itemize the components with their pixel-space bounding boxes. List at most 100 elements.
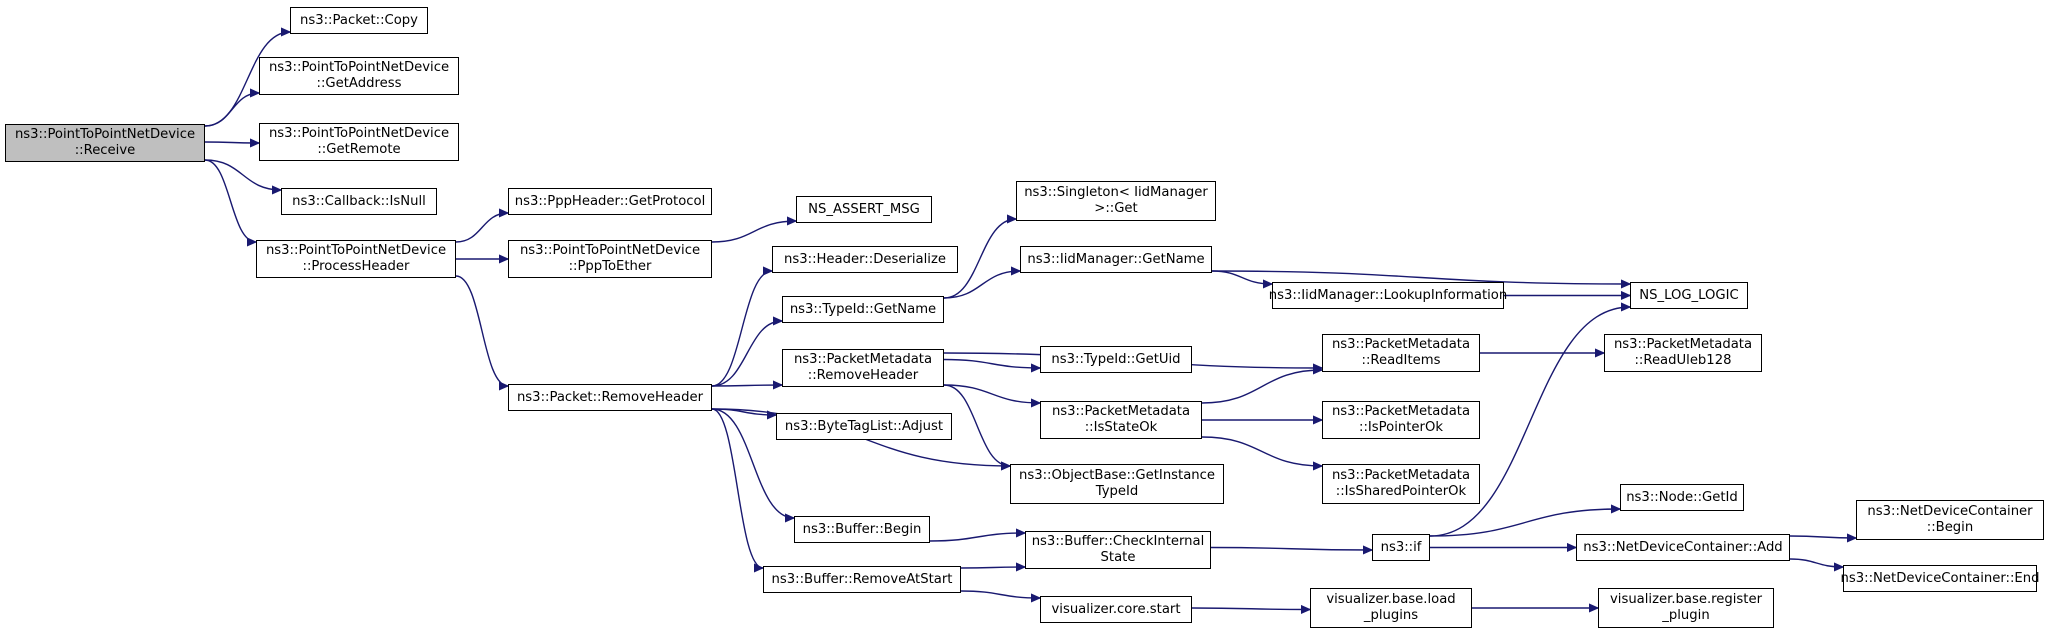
node-visualizer-base-load-plugins[interactable]: visualizer.base.load _plugins [1310, 588, 1472, 628]
node-getaddress[interactable]: ns3::PointToPointNetDevice ::GetAddress [259, 57, 459, 95]
edge-packet-removeheader-to-buffer-removeatstart [711, 408, 763, 568]
node-receive[interactable]: ns3::PointToPointNetDevice ::Receive [5, 124, 205, 162]
node-pm-ispointerok[interactable]: ns3::PacketMetadata ::IsPointerOk [1322, 401, 1480, 439]
edge-buffer-removeatstart-to-buffer-checkinternalstate [960, 567, 1025, 568]
node-ndc-end[interactable]: ns3::NetDeviceContainer::End [1840, 565, 2040, 592]
node-label: visualizer.core.start [1051, 601, 1181, 617]
edge-processheader-to-packet-removeheader [455, 275, 508, 386]
edge-packet-removeheader-to-header-deserialize [711, 271, 772, 387]
node-label: visualizer.base.load _plugins [1326, 592, 1456, 623]
node-label: ns3::PointToPointNetDevice ::PppToEther [519, 243, 701, 274]
node-label: ns3::Callback::IsNull [292, 193, 426, 209]
node-label: ns3::IidManager::LookupInformation [1268, 287, 1508, 303]
node-label: ns3::Buffer::Begin [802, 521, 922, 537]
node-label: ns3::NetDeviceContainer::End [1840, 570, 2040, 586]
node-label: ns3::NetDeviceContainer::Add [1583, 539, 1783, 555]
node-visualizer-core-start[interactable]: visualizer.core.start [1040, 596, 1192, 623]
node-label: ns3::IidManager::GetName [1027, 251, 1205, 267]
node-ndc-add[interactable]: ns3::NetDeviceContainer::Add [1576, 534, 1790, 561]
node-buffer-begin[interactable]: ns3::Buffer::Begin [794, 516, 930, 543]
node-objectbase-getinstancetypeid[interactable]: ns3::ObjectBase::GetInstance TypeId [1010, 464, 1224, 504]
edge-receive-to-getaddress [204, 93, 259, 127]
node-label: ns3::Buffer::CheckInternal State [1031, 534, 1205, 565]
edge-typeid-getname-to-singleton-get [943, 219, 1016, 299]
node-ppptoether[interactable]: ns3::PointToPointNetDevice ::PppToEther [508, 240, 712, 278]
edge-pm-removeheader-to-objectbase-getinstancetypeid [943, 384, 1010, 466]
edge-buffer-begin-to-buffer-checkinternalstate [929, 533, 1025, 542]
node-label: ns3::PacketMetadata ::ReadUleb128 [1613, 337, 1753, 368]
node-label: ns3::PppHeader::GetProtocol [514, 193, 706, 209]
node-typeid-getuid[interactable]: ns3::TypeId::GetUid [1040, 346, 1192, 373]
edge-processheader-to-ppp-getprotocol [455, 213, 508, 243]
node-buffer-removeatstart[interactable]: ns3::Buffer::RemoveAtStart [763, 566, 961, 593]
node-buffer-checkinternalstate[interactable]: ns3::Buffer::CheckInternal State [1025, 531, 1211, 569]
edge-typeid-getname-to-iid-getname [943, 271, 1020, 299]
node-label: ns3::PointToPointNetDevice ::ProcessHead… [265, 243, 447, 274]
node-label: ns3::ByteTagList::Adjust [784, 418, 944, 434]
node-pm-isstateok[interactable]: ns3::PacketMetadata ::IsStateOk [1040, 401, 1202, 439]
node-ndc-begin[interactable]: ns3::NetDeviceContainer ::Begin [1856, 500, 2044, 540]
node-label: ns3::Header::Deserialize [784, 251, 946, 267]
node-iid-lookupinformation[interactable]: ns3::IidManager::LookupInformation [1268, 282, 1508, 309]
edge-pm-isstateok-to-pm-readitems [1201, 370, 1322, 404]
node-singleton-get[interactable]: ns3::Singleton< IidManager >::Get [1016, 181, 1216, 221]
edge-iid-getname-to-ns-log-logic [1211, 270, 1630, 284]
edge-ns3-if-to-ns-log-logic [1429, 307, 1630, 537]
edge-packet-removeheader-to-typeid-getname [711, 321, 782, 387]
edge-buffer-removeatstart-to-visualizer-core-start [960, 590, 1040, 598]
node-label: NS_LOG_LOGIC [1639, 287, 1739, 303]
node-label: ns3::PointToPointNetDevice ::GetAddress [268, 60, 450, 91]
node-label: ns3::PointToPointNetDevice ::GetRemote [268, 126, 450, 157]
edge-receive-to-processheader [204, 159, 256, 242]
node-label: ns3::PacketMetadata ::RemoveHeader [793, 352, 933, 383]
node-label: ns3::Buffer::RemoveAtStart [771, 571, 953, 587]
edge-ppptoether-to-ns-assert-msg [711, 221, 796, 243]
edge-packet-removeheader-to-buffer-begin [711, 408, 794, 518]
node-label: ns3::PacketMetadata ::IsSharedPointerOk [1331, 468, 1471, 499]
edge-ndc-add-to-ndc-begin [1789, 536, 1856, 538]
node-ppp-getprotocol[interactable]: ns3::PppHeader::GetProtocol [508, 188, 712, 215]
node-visualizer-base-register-plugin[interactable]: visualizer.base.register _plugin [1598, 588, 1774, 628]
node-ns-log-logic[interactable]: NS_LOG_LOGIC [1630, 282, 1748, 309]
node-label: ns3::Packet::Copy [300, 12, 418, 28]
edge-ns3-if-to-node-getid [1429, 509, 1620, 537]
node-pm-readuleb128[interactable]: ns3::PacketMetadata ::ReadUleb128 [1604, 334, 1762, 372]
node-ns3-if[interactable]: ns3::if [1372, 534, 1430, 561]
node-packet-copy[interactable]: ns3::Packet::Copy [290, 7, 428, 34]
node-pm-removeheader[interactable]: ns3::PacketMetadata ::RemoveHeader [782, 349, 944, 387]
node-label: ns3::Node::GetId [1626, 489, 1738, 505]
node-label: ns3::PacketMetadata ::IsStateOk [1051, 404, 1191, 435]
node-label: visualizer.base.register _plugin [1609, 592, 1763, 623]
node-label: ns3::Packet::RemoveHeader [516, 389, 704, 405]
node-pm-issharedpointerok[interactable]: ns3::PacketMetadata ::IsSharedPointerOk [1322, 464, 1480, 504]
node-label: ns3::PointToPointNetDevice ::Receive [14, 127, 196, 158]
node-label: ns3::TypeId::GetUid [1051, 351, 1181, 367]
node-label: ns3::if [1380, 539, 1422, 555]
node-processheader[interactable]: ns3::PointToPointNetDevice ::ProcessHead… [256, 240, 456, 278]
node-label: ns3::NetDeviceContainer ::Begin [1867, 504, 2033, 535]
node-callback-isnull[interactable]: ns3::Callback::IsNull [281, 188, 437, 215]
node-label: ns3::PacketMetadata ::ReadItems [1331, 337, 1471, 368]
edge-ndc-add-to-ndc-end [1789, 558, 1843, 567]
node-pm-readitems[interactable]: ns3::PacketMetadata ::ReadItems [1322, 334, 1480, 372]
node-getremote[interactable]: ns3::PointToPointNetDevice ::GetRemote [259, 123, 459, 161]
node-label: ns3::ObjectBase::GetInstance TypeId [1018, 468, 1216, 499]
node-iid-getname[interactable]: ns3::IidManager::GetName [1020, 246, 1212, 273]
node-label: NS_ASSERT_MSG [808, 201, 920, 217]
node-bytetaglist-adjust[interactable]: ns3::ByteTagList::Adjust [776, 413, 952, 440]
edge-pm-isstateok-to-pm-issharedpointerok [1201, 436, 1322, 466]
node-label: ns3::TypeId::GetName [789, 301, 937, 317]
node-typeid-getname[interactable]: ns3::TypeId::GetName [782, 296, 944, 323]
edge-receive-to-callback-isnull [204, 159, 281, 190]
edge-buffer-checkinternalstate-to-ns3-if [1210, 548, 1372, 551]
node-header-deserialize[interactable]: ns3::Header::Deserialize [772, 246, 958, 273]
node-ns-assert-msg[interactable]: NS_ASSERT_MSG [796, 196, 932, 223]
node-label: ns3::Singleton< IidManager >::Get [1024, 185, 1208, 216]
edge-visualizer-core-start-to-visualizer-base-load-plugins [1191, 608, 1310, 610]
edge-pm-removeheader-to-typeid-getuid [943, 358, 1040, 369]
edge-packet-removeheader-to-pm-removeheader [711, 385, 782, 386]
node-label: ns3::PacketMetadata ::IsPointerOk [1331, 404, 1471, 435]
node-node-getid[interactable]: ns3::Node::GetId [1620, 484, 1744, 511]
node-packet-removeheader[interactable]: ns3::Packet::RemoveHeader [508, 384, 712, 411]
